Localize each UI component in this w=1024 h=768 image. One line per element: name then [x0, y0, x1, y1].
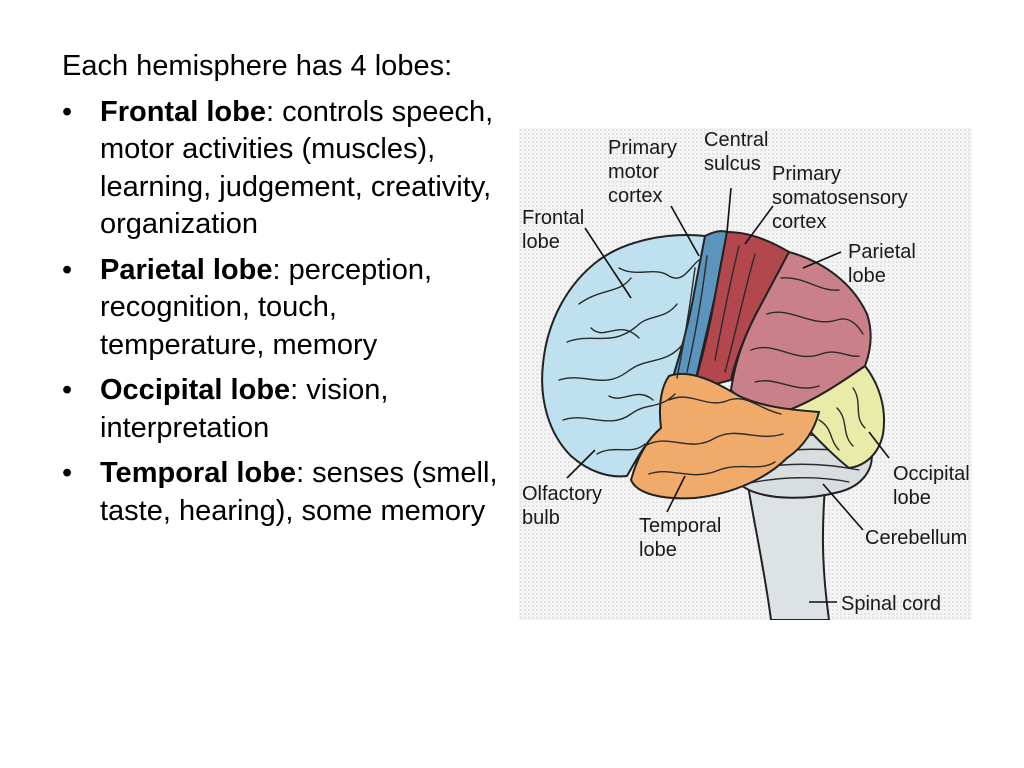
bullet-parietal-lobe: • Parietal lobe: perception, recognition…: [62, 252, 502, 365]
label-parietal-lobe: Parietal lobe: [848, 241, 921, 287]
bullet-description: : perception, recognition, touch, temper…: [100, 253, 433, 361]
brain-diagram: Primary motor cortex Central sulcus Prim…: [519, 128, 972, 620]
bullet-term: Occipital lobe: [100, 374, 291, 406]
label-occipital-lobe: Occipital lobe: [893, 463, 972, 509]
leader-olfactory: [566, 449, 596, 479]
occipital-lobe-shape: [787, 364, 885, 470]
somatosensory-folds: [714, 245, 756, 373]
bullet-icon: •: [62, 374, 73, 406]
bullet-description: : controls speech, motor activities (mus…: [100, 95, 494, 241]
leader-frontal: [584, 227, 632, 299]
frontal-folds: [558, 259, 700, 455]
bullet-icon: •: [62, 253, 73, 286]
leader-central-sulcus: [726, 187, 732, 233]
bullet-term: Parietal lobe: [100, 253, 273, 286]
leader-occipital: [868, 431, 890, 459]
label-central-sulcus: Central sulcus: [704, 129, 774, 175]
label-temporal-lobe: Temporal lobe: [639, 515, 727, 561]
temporal-lobe-shape: [629, 372, 821, 500]
label-frontal-lobe: Frontal lobe: [522, 207, 590, 253]
leader-cerebellum: [822, 483, 864, 531]
cerebellum-folds: [738, 434, 864, 485]
bullet-description: : vision, interpretation: [100, 374, 389, 444]
label-spinal-cord: Spinal cord: [841, 593, 941, 615]
leader-parietal: [802, 251, 842, 269]
parietal-folds: [750, 277, 864, 389]
bullet-term: Temporal lobe: [100, 457, 297, 489]
motor-folds: [676, 255, 708, 379]
bullet-description: : senses (smell, taste, hearing), some m…: [100, 457, 498, 527]
leader-primary-motor: [670, 205, 700, 257]
label-primary-motor-cortex: Primary motor cortex: [608, 137, 682, 207]
label-cerebellum: Cerebellum: [865, 527, 967, 549]
bullet-icon: •: [62, 457, 73, 489]
text-column: Each hemisphere has 4 lobes: • Frontal l…: [62, 48, 502, 538]
bullet-icon: •: [62, 95, 73, 128]
bullet-occipital-lobe: • Occipital lobe: vision, interpretation: [62, 372, 502, 447]
lobe-bullet-list: • Frontal lobe: controls speech, motor a…: [62, 94, 502, 531]
bullet-temporal-lobe: • Temporal lobe: senses (smell, taste, h…: [62, 455, 502, 530]
label-primary-somatosensory-cortex: Primary somatosensory cortex: [772, 163, 913, 233]
brainstem-shape: [745, 478, 831, 620]
leader-primary-somatosensory: [744, 205, 774, 245]
occipital-folds: [818, 387, 866, 451]
leader-temporal: [666, 475, 686, 513]
bullet-frontal-lobe: • Frontal lobe: controls speech, motor a…: [62, 94, 502, 244]
temporal-folds: [644, 396, 784, 476]
intro-text: Each hemisphere has 4 lobes:: [62, 50, 453, 82]
bullet-term: Frontal lobe: [100, 95, 266, 128]
label-olfactory-bulb: Olfactory bulb: [522, 483, 608, 529]
brain-illustration: Primary motor cortex Central sulcus Prim…: [522, 129, 972, 620]
